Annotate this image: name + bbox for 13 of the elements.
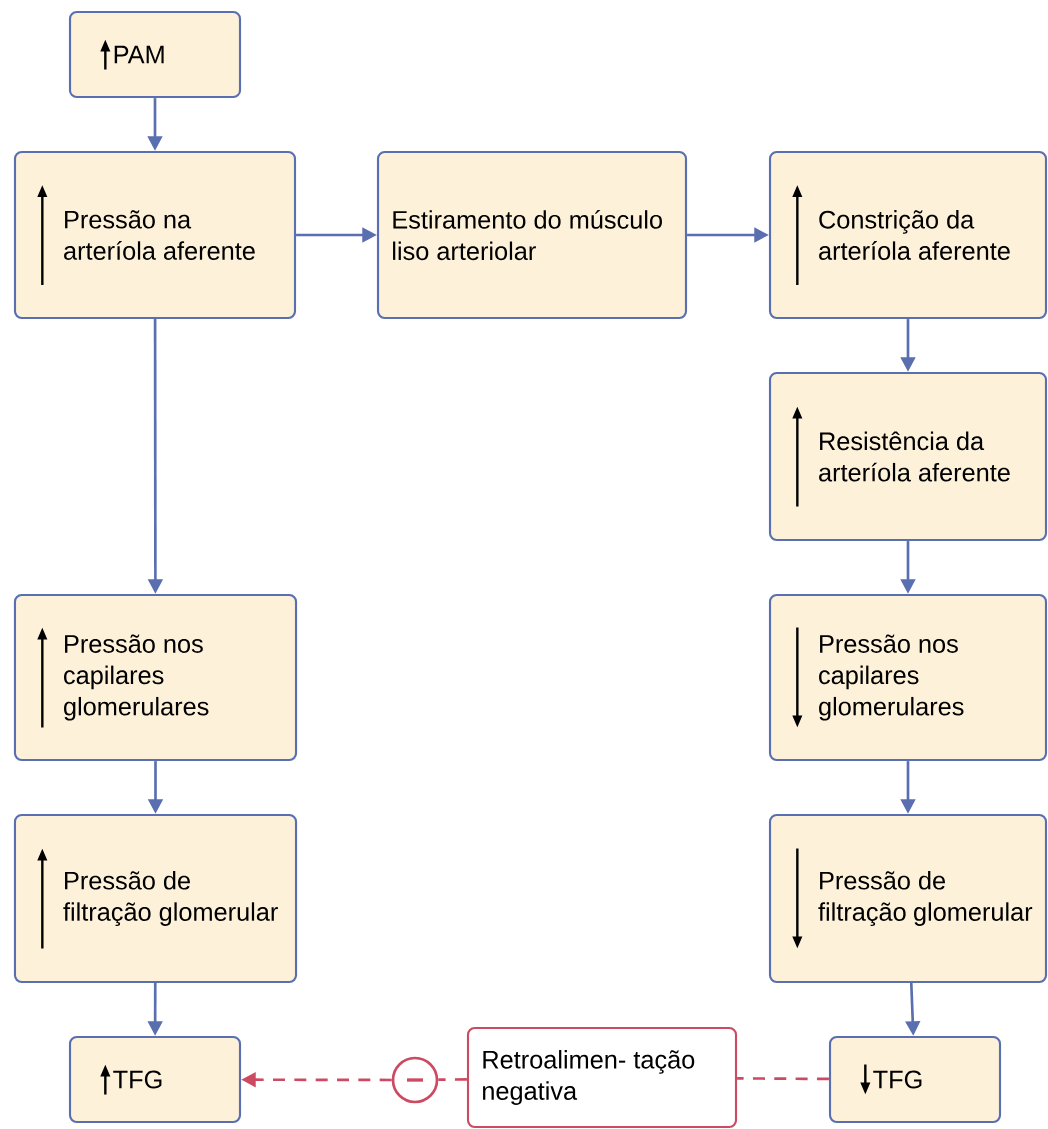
process-box: TFG (68, 1035, 242, 1124)
process-box: PAM (68, 10, 242, 99)
process-box: Pressão de filtração glomerular (13, 814, 298, 984)
process-box: Pressão nos capilares glomerulares (768, 593, 1048, 762)
process-box: Pressão na arteríola aferente (13, 150, 297, 320)
process-box: Estiramento do músculo liso arteriolar (376, 150, 688, 320)
process-box: Constrição da arteríola aferente (768, 150, 1048, 320)
minus-circle (391, 1056, 439, 1104)
process-box: Pressão de filtração glomerular (768, 814, 1048, 984)
process-box: Pressão nos capilares glomerulares (13, 593, 298, 762)
note-box: Retroalimen- tação negativa (466, 1026, 738, 1129)
process-box: TFG (828, 1035, 1002, 1124)
process-box: Resistência da arteríola aferente (768, 372, 1048, 542)
